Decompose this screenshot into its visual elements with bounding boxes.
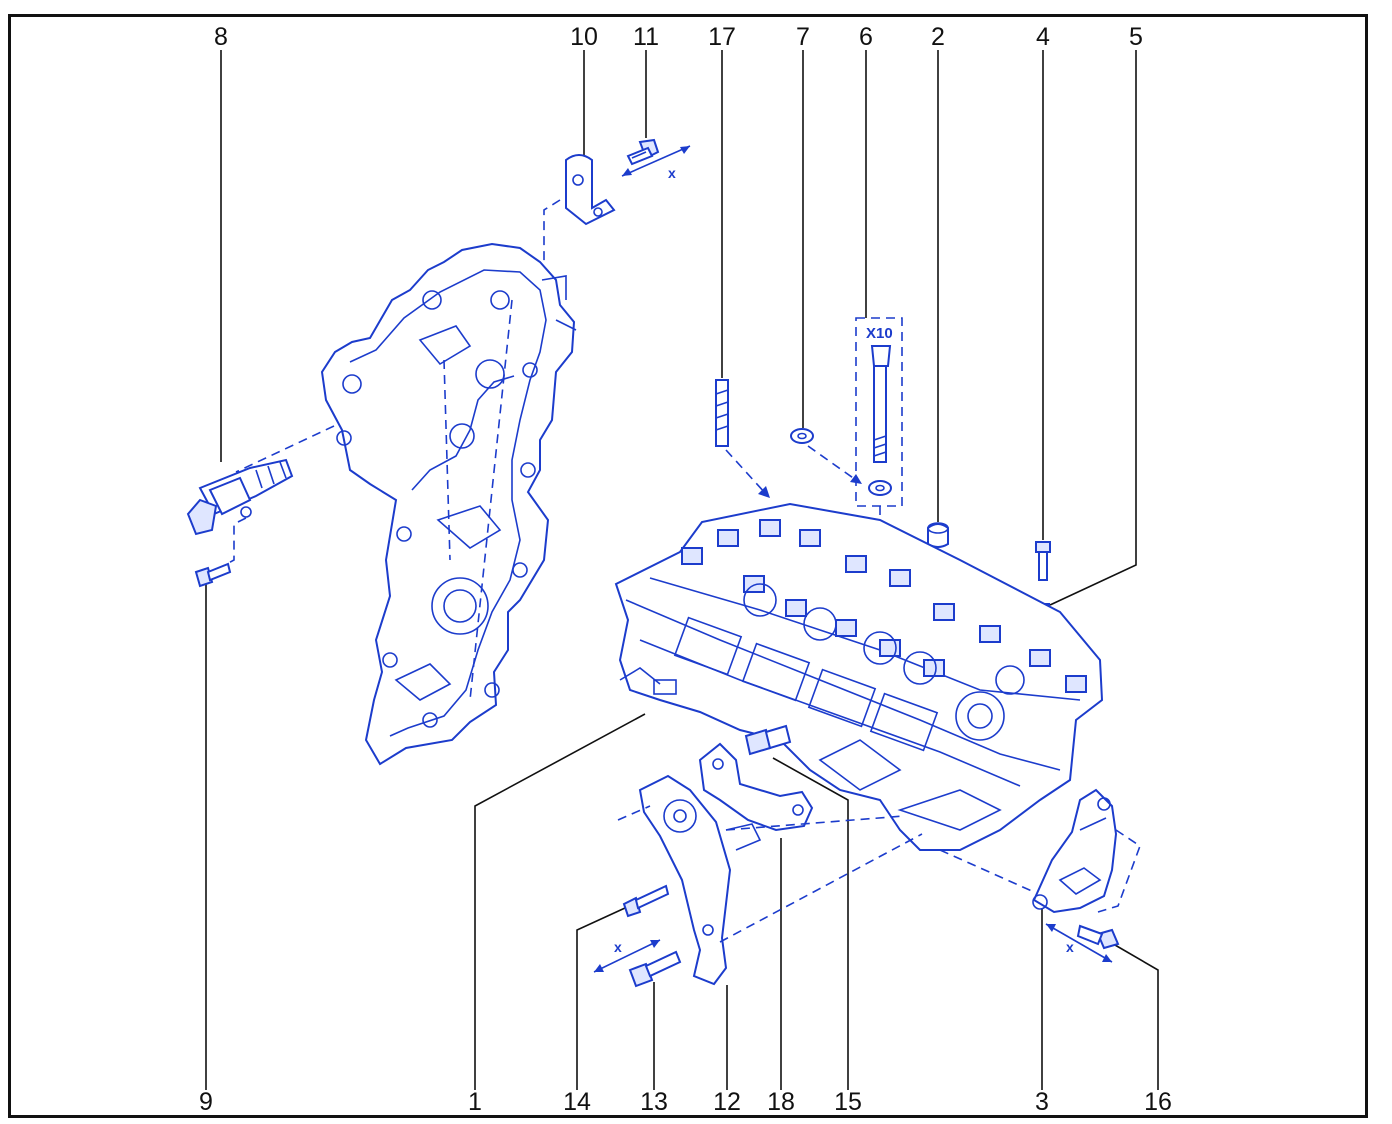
callout-3: 3 [1035, 1088, 1049, 1116]
bolt-part-16: x [1045, 923, 1120, 963]
callout-4: 4 [1036, 23, 1050, 51]
bracket-part-3 [1032, 788, 1118, 914]
callout-10: 10 [570, 23, 598, 51]
callout-2: 2 [931, 23, 945, 51]
callout-17: 17 [708, 23, 736, 51]
callout-8: 8 [214, 23, 228, 51]
head-bolt-group-part-6: X10 [855, 317, 903, 507]
callout-1: 1 [468, 1088, 482, 1116]
dimension-x-top: x [668, 165, 676, 181]
callout-9: 9 [199, 1088, 213, 1116]
callout-5: 5 [1129, 23, 1143, 51]
callout-12: 12 [713, 1088, 741, 1116]
bracket-part-10 [565, 154, 616, 226]
cylinder-head-part-1 [614, 502, 1104, 851]
callout-18: 18 [767, 1088, 795, 1116]
bolt-part-4 [1035, 541, 1051, 581]
solenoid-part-8 [186, 458, 294, 536]
callout-7: 7 [796, 23, 810, 51]
bolt-part-11: x [621, 138, 691, 181]
bolt-part-9 [194, 562, 232, 588]
callout-11: 11 [633, 23, 659, 51]
plug-part-2 [927, 522, 949, 548]
callout-16: 16 [1144, 1088, 1172, 1116]
dimension-x-left: x [614, 939, 622, 955]
leader-lines [205, 50, 1159, 1090]
callout-6: 6 [859, 23, 873, 51]
sensor-part-15 [744, 724, 792, 756]
stud-part-17 [715, 379, 729, 447]
timing-cover-part [320, 242, 577, 766]
dimension-x-right: x [1066, 939, 1074, 955]
callout-15: 15 [834, 1088, 862, 1116]
quantity-x10: X10 [866, 325, 893, 342]
screw-part-14 [622, 884, 670, 918]
bracket-part-12 [638, 774, 762, 986]
washer-part-7 [790, 428, 814, 444]
bracket-part-18 [698, 742, 814, 832]
bolt-part-13: x [593, 939, 682, 988]
callout-14: 14 [563, 1088, 591, 1116]
callout-13: 13 [640, 1088, 668, 1116]
